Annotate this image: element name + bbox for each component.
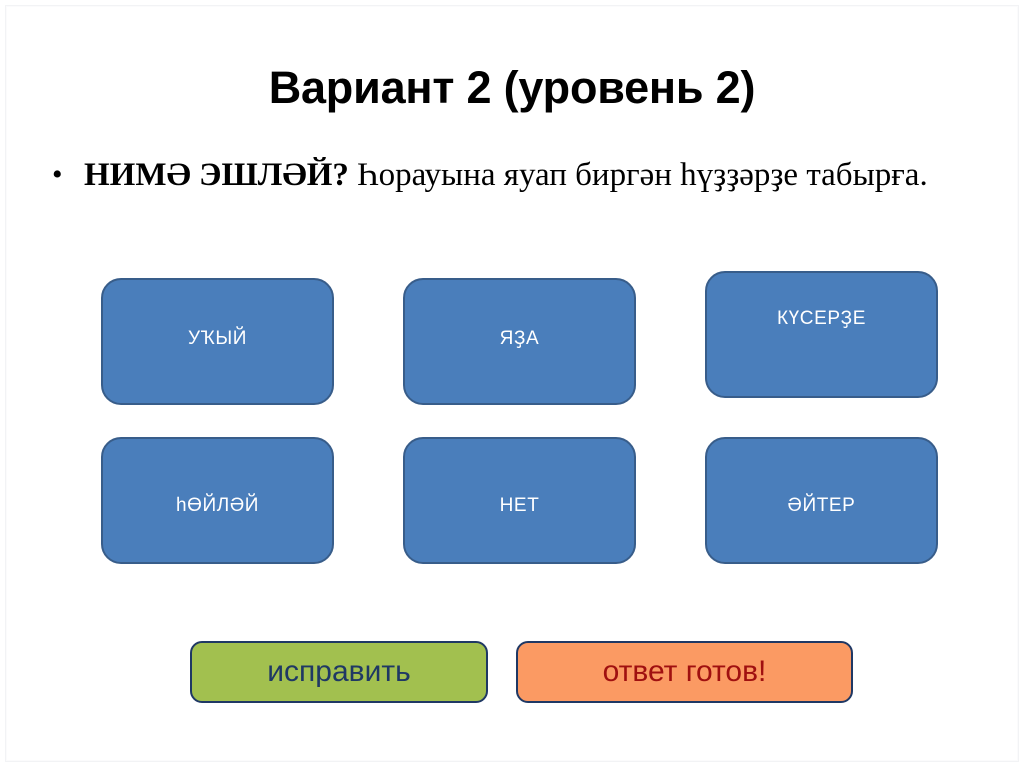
answer-option-label: ЯҘА xyxy=(499,327,540,349)
answer-option-eyter[interactable]: ӘЙТЕР xyxy=(705,437,938,564)
bullet-list-item: • НИМӘ ЭШЛӘЙ? Һорауына яуап биргән һүҙҙә… xyxy=(52,152,952,198)
bullet-instruction-text: Һорауына яуап биргән һүҙҙәрҙе табырға. xyxy=(348,157,928,193)
fix-button[interactable]: исправить xyxy=(190,641,488,703)
bullet-text: НИМӘ ЭШЛӘЙ? Һорауына яуап биргән һүҙҙәрҙ… xyxy=(84,152,952,198)
answer-option-hoyley[interactable]: һӨЙЛӘЙ xyxy=(101,437,334,564)
bullet-marker-icon: • xyxy=(52,158,63,191)
answer-ready-button-label: ответ готов! xyxy=(602,655,767,688)
answer-option-label: НЕТ xyxy=(499,494,540,516)
answer-option-ukyy[interactable]: УҠЫЙ xyxy=(101,278,334,405)
fix-button-label: исправить xyxy=(267,655,411,688)
answer-ready-button[interactable]: ответ готов! xyxy=(516,641,853,703)
answer-option-label: УҠЫЙ xyxy=(187,327,248,349)
answer-option-net[interactable]: НЕТ xyxy=(403,437,636,564)
bullet-block: • НИМӘ ЭШЛӘЙ? Һорауына яуап биргән һүҙҙә… xyxy=(52,152,952,198)
answer-option-label: КҮСЕРҘЕ xyxy=(776,307,867,329)
answer-option-kuserze[interactable]: КҮСЕРҘЕ xyxy=(705,271,938,398)
answer-option-label: ӘЙТЕР xyxy=(787,494,856,516)
page-title: Вариант 2 (уровень 2) xyxy=(268,62,756,113)
bullet-question-lead: НИМӘ ЭШЛӘЙ? xyxy=(84,157,349,193)
answer-option-label: һӨЙЛӘЙ xyxy=(175,494,260,516)
answer-option-yaza[interactable]: ЯҘА xyxy=(403,278,636,405)
